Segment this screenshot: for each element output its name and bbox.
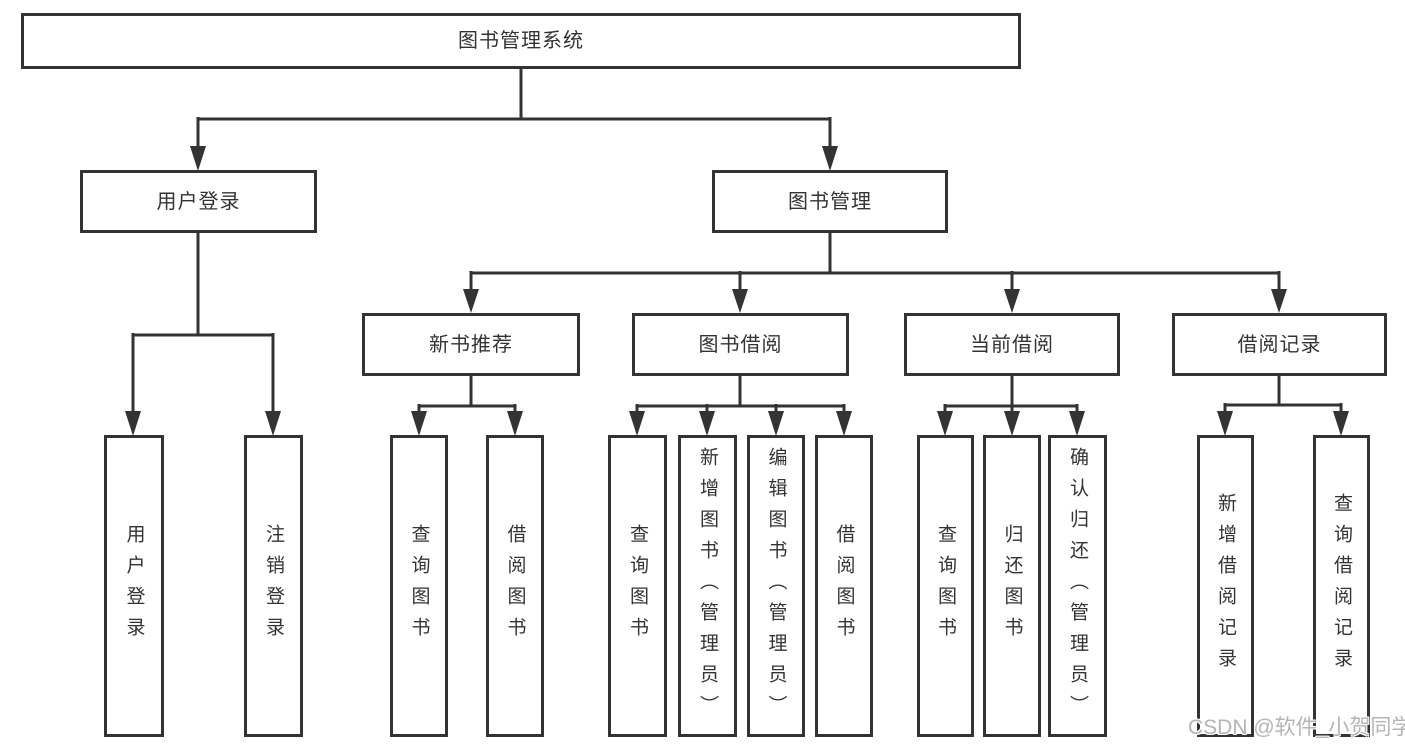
leaf-query-borrow-record-label: 查询借阅记录 [1331, 493, 1352, 679]
leaf-user-login-label: 用户登录 [123, 524, 145, 648]
node-new-book-recommend-label: 新书推荐 [429, 333, 513, 356]
leaf-query-books-2: 查询图书 [608, 435, 667, 737]
leaf-return-books-label: 归还图书 [1001, 524, 1023, 648]
node-borrowing-records: 借阅记录 [1172, 313, 1387, 376]
leaf-add-books-admin-label: 新增图书（管理员） [697, 446, 718, 726]
node-current-borrowing-label: 当前借阅 [970, 333, 1054, 356]
leaf-confirm-return-admin-label: 确认归还（管理员） [1067, 446, 1088, 726]
leaf-edit-books-admin: 编辑图书（管理员） [747, 435, 805, 737]
leaf-borrow-books-1: 借阅图书 [486, 435, 544, 737]
leaf-user-login: 用户登录 [104, 435, 164, 737]
leaf-query-books-3-label: 查询图书 [935, 524, 956, 648]
leaf-add-books-admin: 新增图书（管理员） [678, 435, 737, 737]
node-new-book-recommend: 新书推荐 [362, 313, 580, 376]
node-user-login: 用户登录 [80, 170, 317, 233]
leaf-return-books: 归还图书 [983, 435, 1041, 737]
leaf-query-books-1: 查询图书 [390, 435, 448, 737]
leaf-confirm-return-admin: 确认归还（管理员） [1048, 435, 1107, 737]
node-library-system-label: 图书管理系统 [458, 30, 584, 52]
node-book-borrowing: 图书借阅 [632, 313, 849, 376]
leaf-query-books-1-label: 查询图书 [408, 524, 430, 648]
leaf-add-borrow-record: 新增借阅记录 [1197, 435, 1254, 737]
arrowhead-icons [125, 146, 1349, 436]
leaf-add-borrow-record-label: 新增借阅记录 [1215, 493, 1236, 679]
leaf-query-books-3: 查询图书 [917, 435, 974, 737]
csdn-watermark: CSDN @软件_小贺同学 [1188, 716, 1405, 739]
leaf-query-borrow-record: 查询借阅记录 [1313, 435, 1370, 737]
leaf-borrow-books-2-label: 借阅图书 [833, 524, 855, 648]
node-book-borrowing-label: 图书借阅 [698, 333, 783, 356]
leaf-query-books-2-label: 查询图书 [627, 524, 648, 648]
node-borrowing-records-label: 借阅记录 [1237, 333, 1322, 356]
leaf-borrow-books-1-label: 借阅图书 [504, 524, 526, 648]
node-current-borrowing: 当前借阅 [904, 313, 1120, 376]
node-book-management: 图书管理 [712, 170, 948, 233]
leaf-borrow-books-2: 借阅图书 [815, 435, 873, 737]
leaf-logout-label: 注销登录 [263, 524, 284, 648]
node-library-system: 图书管理系统 [21, 13, 1021, 69]
node-user-login-label: 用户登录 [156, 190, 241, 213]
node-book-management-label: 图书管理 [788, 190, 872, 213]
leaf-logout: 注销登录 [244, 435, 303, 737]
leaf-edit-books-admin-label: 编辑图书（管理员） [765, 446, 787, 726]
